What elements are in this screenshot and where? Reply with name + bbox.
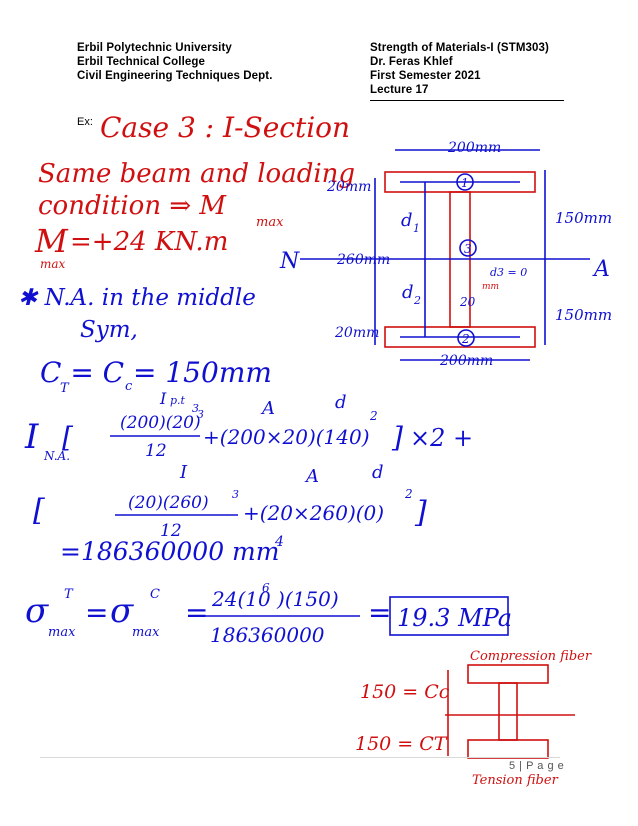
term1-parallel-axis: +(200×20)(140) xyxy=(203,425,370,449)
header-right: Strength of Materials-I (STM303) Dr. Fer… xyxy=(370,41,549,97)
stress-denominator: 186360000 xyxy=(210,623,325,647)
area-label-1: A xyxy=(260,398,275,419)
bracket-open-2: [ xyxy=(33,493,45,528)
equals-1: = xyxy=(85,596,108,629)
part-3-label: 3 xyxy=(464,242,472,256)
upper-half-label: 150mm xyxy=(555,209,612,227)
ipoint-sub: p.t xyxy=(170,394,186,407)
bracket-close-1: ] xyxy=(391,421,403,454)
d3-note: mm xyxy=(482,282,499,292)
part-2-circle xyxy=(457,329,475,347)
part-1-label: 1 xyxy=(461,176,469,190)
sigma-t-sub: max xyxy=(48,625,76,640)
term1-parallel-exp: 2 xyxy=(369,409,378,423)
semester: First Semester 2021 xyxy=(370,70,481,82)
header-left: Erbil Polytechnic University Erbil Techn… xyxy=(77,41,273,83)
sym-note: Sym, xyxy=(80,317,138,343)
web-height-label: 260mm xyxy=(336,252,390,268)
bottom-width-label: 200mm xyxy=(439,353,493,369)
term1-numerator: (200)(20) xyxy=(120,413,201,433)
stress-result-box xyxy=(389,596,509,636)
moment-sub: max xyxy=(40,257,66,271)
part-2-label: 2 xyxy=(461,332,470,346)
case-title: Case 3 : I-Section xyxy=(100,111,350,144)
ct-cc-line: C = C = 150mm xyxy=(40,356,272,389)
small-top-flange xyxy=(467,664,549,684)
term2-exp: 3 xyxy=(232,488,239,501)
department-name: Civil Engineering Techniques Dept. xyxy=(77,70,273,82)
bracket-close-2: ] xyxy=(414,495,427,530)
moment-value: =+24 KN.m xyxy=(70,227,228,257)
page-number: 5 | P a g e xyxy=(509,760,565,772)
term1-denominator: 12 xyxy=(145,441,167,461)
ipoint-sub2: 3 xyxy=(192,402,199,415)
compression-fiber-label: Compression fiber xyxy=(470,649,592,664)
term1-exp: 3 xyxy=(197,408,204,421)
part-1-circle xyxy=(456,173,474,191)
tension-fiber-label: Tension fiber xyxy=(472,773,559,788)
cc-label: 150 = Cc xyxy=(360,681,450,703)
ct-label: 150 = CT xyxy=(355,733,448,755)
inertia-result-exp: 4 xyxy=(274,534,284,550)
distance-label-1: d xyxy=(335,392,347,413)
lower-half-label: 150mm xyxy=(555,306,612,324)
i-na-symbol: I xyxy=(24,417,39,457)
sigma-t: σ xyxy=(25,591,49,631)
flange-top-label: 20mm xyxy=(326,179,371,195)
example-label: Ex: xyxy=(77,116,93,128)
d1-sub: 1 xyxy=(413,222,420,235)
top-width-label: 200mm xyxy=(447,140,501,156)
note-line-2-sub: max xyxy=(256,215,284,230)
na-right-label: A xyxy=(592,257,610,282)
term2-parallel-exp: 2 xyxy=(404,487,413,501)
sigma-t-sup: T xyxy=(64,587,74,602)
moment-symbol: M xyxy=(34,222,69,260)
university-name: Erbil Polytechnic University xyxy=(77,42,232,54)
part-3-circle xyxy=(459,239,477,257)
na-left-label: N xyxy=(279,249,300,274)
times-two: ×2 + xyxy=(410,424,473,452)
bracket-open-1: [ xyxy=(62,421,74,454)
inertia-result: =186360000 mm xyxy=(60,537,279,566)
d3-label: d3 = 0 xyxy=(490,266,527,279)
stress-numerator-exp: 6 xyxy=(262,581,270,595)
ipoint-label: I xyxy=(159,389,167,408)
term2-parallel-axis: +(20×260)(0) xyxy=(243,501,384,525)
stress-result: 19.3 MPa xyxy=(397,604,512,632)
bottom-flange xyxy=(384,326,536,348)
d1-label: d xyxy=(401,210,413,231)
small-bottom-flange xyxy=(467,739,549,759)
na-note: ✱ N.A. in the middle xyxy=(18,285,256,311)
college-name: Erbil Technical College xyxy=(77,56,205,68)
equals-2: = xyxy=(185,596,208,629)
small-i-section xyxy=(445,664,575,759)
sigma-c-sub: max xyxy=(132,625,160,640)
inertia-label-2: I xyxy=(179,462,188,483)
term2-numerator: (20)(260) xyxy=(128,493,209,513)
footer-rule xyxy=(40,757,560,758)
flange-bottom-label: 20mm xyxy=(334,325,379,341)
web-width-label: 20 xyxy=(459,295,476,309)
i-section-diagram xyxy=(300,149,590,361)
area-label-2: A xyxy=(304,466,319,487)
distance-label-2: d xyxy=(372,462,384,483)
i-na-sub: N.A. xyxy=(43,449,70,463)
header-rule xyxy=(370,100,564,101)
note-line-2: condition ⇒ M xyxy=(38,191,227,221)
term2-denominator: 12 xyxy=(160,521,182,541)
stress-numerator: 24(10 )(150) xyxy=(211,587,339,611)
lecture-number: Lecture 17 xyxy=(370,84,429,96)
equals-3: = xyxy=(368,596,391,629)
small-web xyxy=(498,682,518,741)
instructor-name: Dr. Feras Khlef xyxy=(370,56,453,68)
sigma-c: σ xyxy=(110,591,134,631)
sigma-c-sup: C xyxy=(150,587,160,602)
course-name: Strength of Materials-I (STM303) xyxy=(370,42,549,54)
ct-sub: T xyxy=(60,381,70,396)
d2-label: d xyxy=(402,282,414,303)
cc-sub: c xyxy=(125,379,133,394)
note-line-1: Same beam and loading xyxy=(38,159,355,189)
d2-sub: 2 xyxy=(413,294,421,307)
